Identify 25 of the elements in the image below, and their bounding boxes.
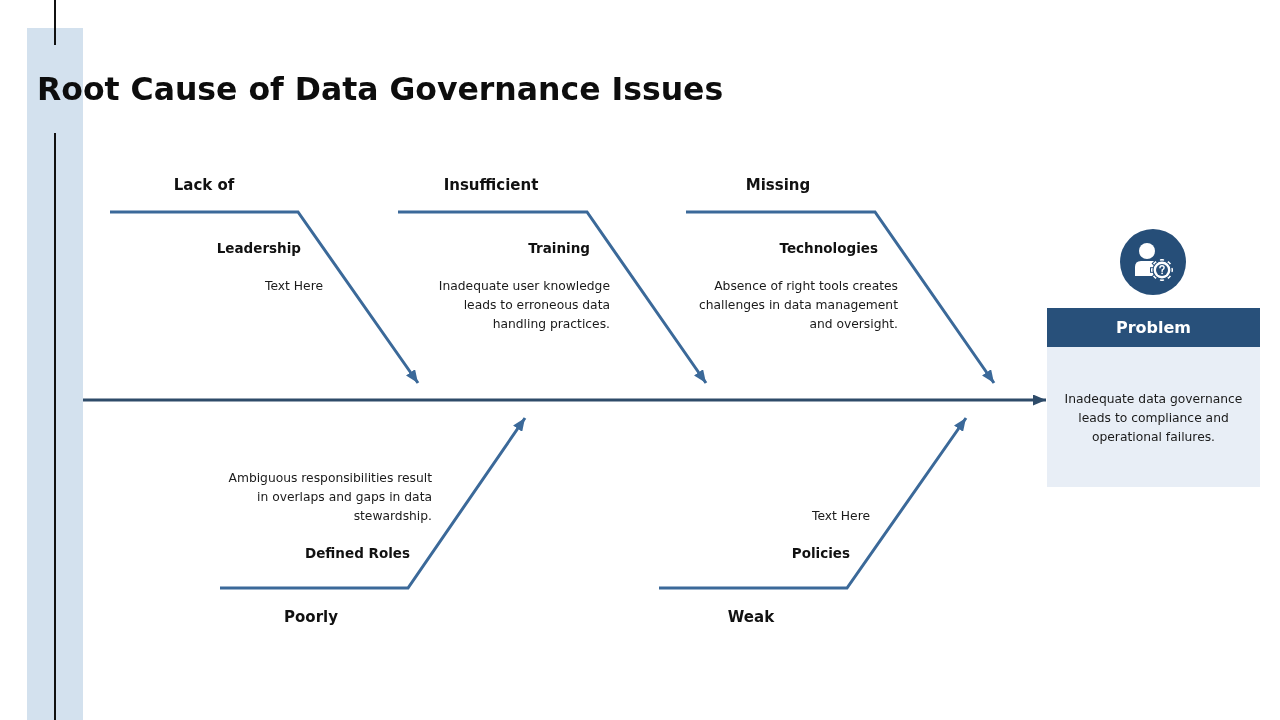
cause-description: Absence of right tools creates challenges in data management and oversight. — [697, 277, 898, 333]
cause-label: Defined Roles — [305, 544, 410, 562]
bone-arrow — [686, 210, 996, 384]
category-label: Poorly — [284, 608, 338, 626]
spine-arrow — [83, 394, 1046, 406]
category-label: Lack of — [173, 176, 235, 194]
problem-card — [1047, 308, 1260, 487]
cause-description: Text Here — [265, 277, 323, 295]
category-label: Insufficient — [443, 176, 539, 194]
cause-description: Text Here — [812, 507, 870, 525]
bone-arrow — [110, 210, 420, 384]
problem-description: Inadequate data governance leads to compliance and operational failures. — [1063, 390, 1244, 446]
problem-header: Problem — [1047, 308, 1260, 347]
bone-arrow — [220, 417, 527, 590]
cause-label: Leadership — [216, 239, 301, 257]
cause-label: Policies — [791, 544, 850, 562]
cause-description: Ambiguous responsibilities result in overlaps and gaps in data stewardship. — [227, 469, 432, 525]
category-label: Weak — [727, 608, 775, 626]
cause-label: Training — [528, 239, 590, 257]
category-label: Missing — [745, 176, 811, 194]
cause-label: Technologies — [779, 239, 878, 257]
bone-arrow — [659, 417, 968, 590]
slide-title: Root Cause of Data Governance Issues — [37, 70, 724, 108]
bone-arrow — [398, 210, 708, 384]
cause-description: Inadequate user knowledge leads to erroneous data handling practices. — [437, 277, 610, 333]
